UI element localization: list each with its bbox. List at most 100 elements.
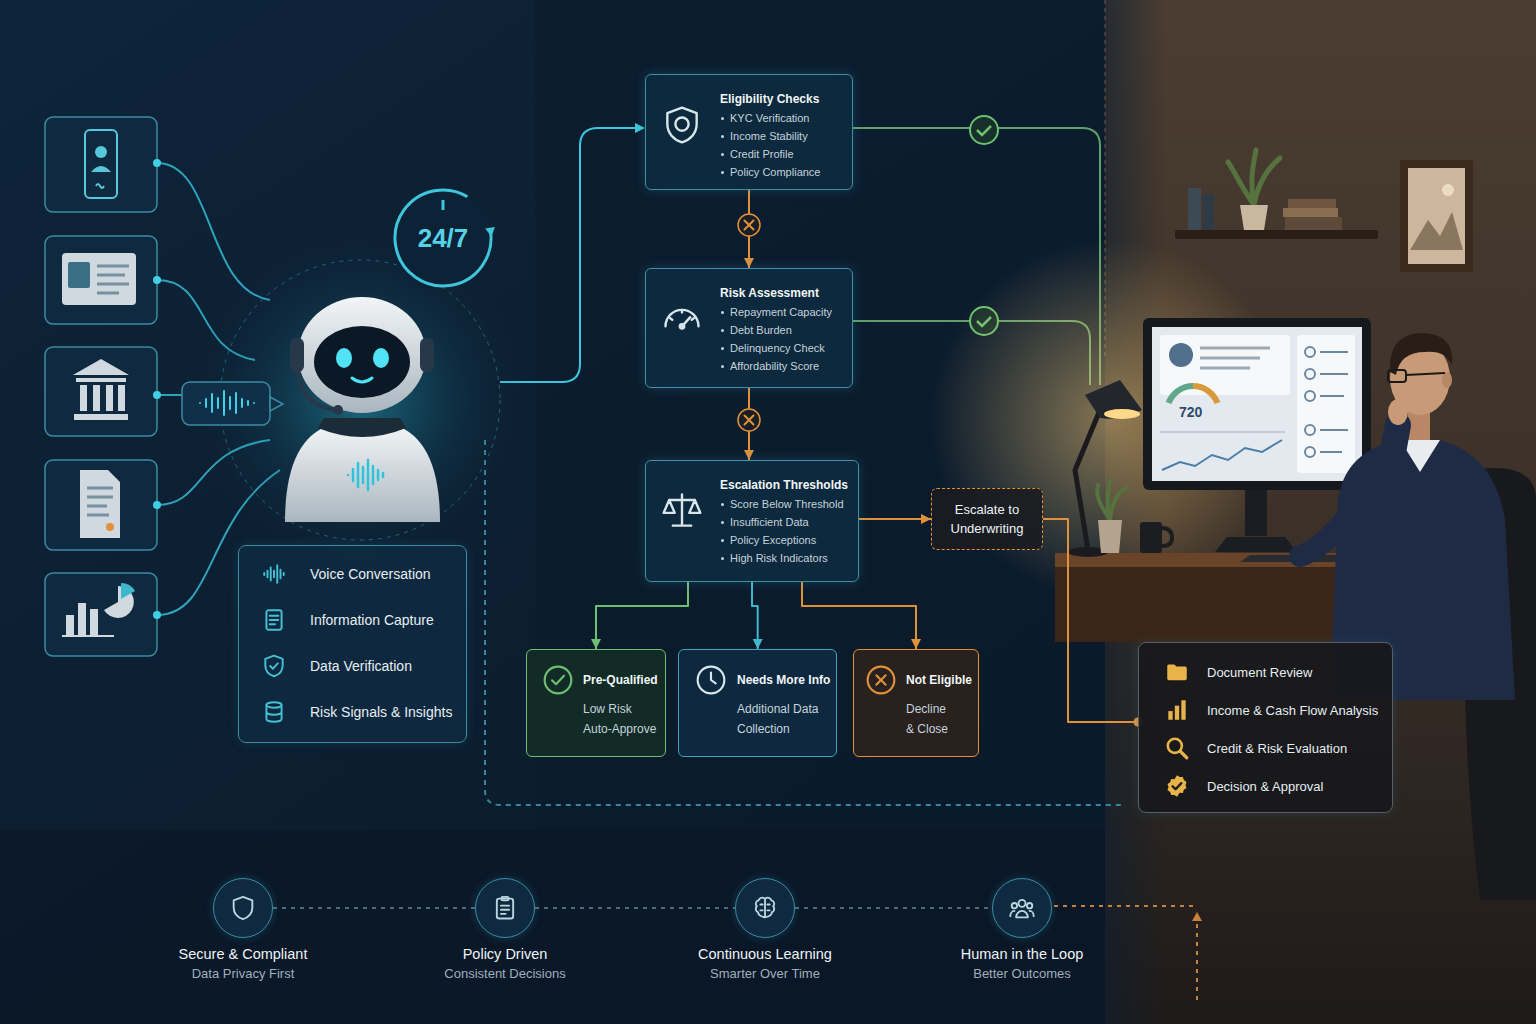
- pillar-node: Human in the LoopBetter Outcomes: [892, 878, 1152, 983]
- criteria-item: Delinquency Check: [720, 339, 842, 357]
- okc-icon: [542, 664, 574, 696]
- principle-subtitle: Consistent Decisions: [375, 965, 635, 983]
- office-scene-part: [1300, 520, 1345, 556]
- brain-icon: [751, 894, 779, 922]
- availability-text: 24/7: [418, 223, 469, 254]
- outcome-node: Needs More InfoAdditional Data Collectio…: [678, 649, 837, 757]
- db-icon-part: [266, 702, 281, 707]
- backdrop-part: [0, 830, 1105, 1024]
- list-node: Voice ConversationInformation CaptureDat…: [238, 545, 467, 743]
- office-scene-part: [1288, 199, 1336, 208]
- connector: [859, 514, 931, 524]
- shieldc-icon-part: [270, 663, 278, 668]
- principle-title: Policy Driven: [375, 945, 635, 963]
- office-scene-part: [1442, 184, 1454, 196]
- db-icon: [261, 699, 287, 725]
- row-label: Risk Signals & Insights: [310, 704, 452, 720]
- robot-assistant-part: [182, 382, 270, 425]
- principle-subtitle: Data Privacy First: [113, 965, 373, 983]
- clock-icon-part: [711, 673, 716, 684]
- doc-icon: [261, 607, 287, 633]
- input-channel-icons-part: [73, 359, 129, 375]
- check-node: Risk AssessmentRepayment CapacityDebt Bu…: [645, 268, 853, 388]
- input-channel-icons-part-part: [45, 117, 157, 212]
- bars-icon-part: [1175, 706, 1179, 720]
- row-icon: [261, 607, 287, 633]
- row-icon: [261, 699, 287, 725]
- robot-assistant-part: [336, 348, 352, 368]
- row-label: Document Review: [1207, 665, 1313, 680]
- principle-circle: [992, 878, 1052, 938]
- input-channel-icons-part-part: [45, 236, 157, 324]
- badge-icon-part: [1167, 775, 1186, 797]
- list-row: Risk Signals & Insights: [261, 689, 452, 735]
- office-scene-part: [1175, 230, 1378, 239]
- principle-circle: [475, 878, 535, 938]
- office-scene-part-part: [1305, 425, 1315, 435]
- input-channel-icons-part: [87, 488, 113, 515]
- shieldc-icon: [261, 653, 287, 679]
- office-scene-part: [1442, 372, 1452, 388]
- scale-icon-part: [664, 500, 701, 513]
- bars-icon-part: [1181, 700, 1185, 720]
- connector: [273, 908, 475, 909]
- office-scene-part: [1162, 528, 1172, 546]
- input-channel-icons-part-part: [45, 573, 157, 656]
- office-scene-part: [1152, 327, 1362, 481]
- outcome-title: Pre-Qualified: [583, 671, 659, 689]
- input-channel-icons-part: [68, 262, 90, 288]
- connector-line: [535, 907, 735, 909]
- data-wires-part-part: [153, 391, 161, 399]
- input-channel-icons-part: [85, 130, 117, 198]
- arrow-head: [591, 639, 601, 649]
- office-scene-part: [1098, 520, 1122, 553]
- clock-ring-part: [485, 227, 495, 237]
- input-channel-icons-part: [62, 635, 114, 637]
- people-icon-part: [1012, 903, 1017, 908]
- pillar-node: Secure & CompliantData Privacy First: [113, 878, 373, 983]
- office-scene-part: [1408, 168, 1465, 264]
- clip-icon-part: [497, 899, 513, 919]
- input-channel-icons-part: [74, 414, 128, 420]
- row-icon: [1164, 735, 1190, 761]
- pillar-node: Policy DrivenConsistent Decisions: [375, 878, 635, 983]
- data-wires-part: [1196, 921, 1198, 1000]
- data-wires-part-part: [153, 159, 161, 167]
- office-scene-part: [1143, 318, 1371, 490]
- data-wires-part: [635, 123, 645, 133]
- office-scene-part: [1356, 425, 1398, 560]
- criteria-item: Affordability Score: [720, 357, 842, 375]
- shieldc-icon-part: [265, 656, 282, 677]
- office-scene-part: [1283, 208, 1338, 217]
- outcome-title: Not Eligible: [906, 671, 972, 689]
- people-icon-part: [1019, 900, 1026, 907]
- connector: [738, 388, 760, 460]
- outcome-detail: Low Risk Auto-Approve: [583, 699, 659, 739]
- row-label: Decision & Approval: [1207, 779, 1323, 794]
- reject-cross: [745, 221, 754, 230]
- input-channel-icons-part: [121, 583, 135, 599]
- arrow-head: [753, 639, 763, 649]
- input-channel-icons-part: [76, 378, 126, 382]
- shield-icon-part: [234, 897, 253, 919]
- input-channel-icons-part: [90, 609, 98, 635]
- principle-title: Continuous Learning: [635, 945, 895, 963]
- input-channel-icons-part: [80, 385, 87, 411]
- people-icon-part: [1010, 911, 1033, 917]
- check-node: Eligibility ChecksKYC VerificationIncome…: [645, 74, 853, 190]
- input-channel-icons-part: [45, 117, 157, 656]
- connector: [591, 582, 688, 649]
- office-scene-part: [1215, 537, 1297, 552]
- connector-line: [795, 907, 992, 909]
- clip-icon: [491, 894, 519, 922]
- outcome-icon: [542, 664, 574, 696]
- arrow-head: [911, 639, 921, 649]
- robot-assistant-part: [373, 348, 389, 368]
- gauge-icon-part: [680, 324, 684, 328]
- criteria-item: High Risk Indicators: [720, 549, 848, 567]
- data-wires-part: [1192, 912, 1202, 921]
- input-channel-icons-part: [78, 603, 86, 635]
- office-scene-part: [1200, 348, 1270, 368]
